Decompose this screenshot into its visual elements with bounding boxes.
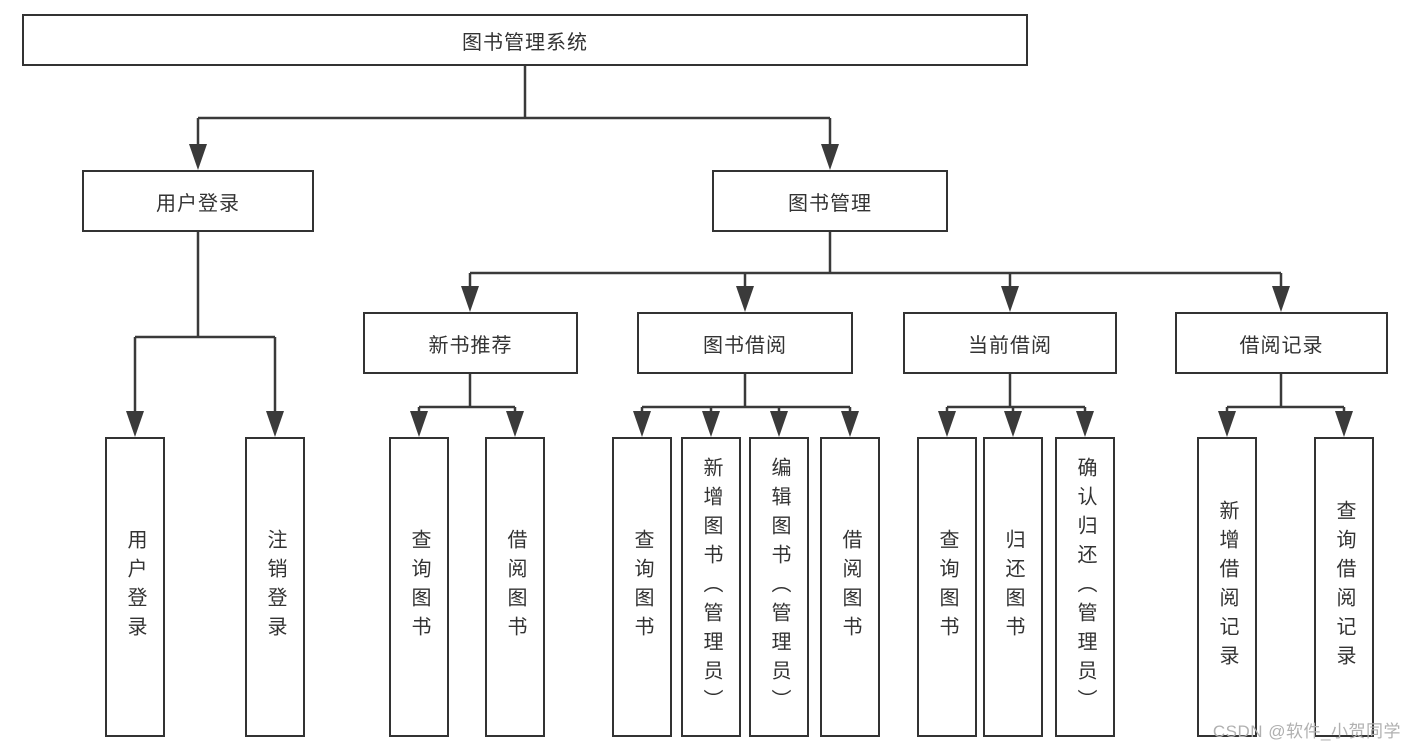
leaf-current-query-books: 查询图书 [917,437,977,737]
leaf-borrow-edit-books-admin: 编辑图书（管理员） [749,437,809,737]
node-borrow-records: 借阅记录 [1175,312,1388,374]
leaf-label: 查询图书 [936,529,958,645]
node-label: 图书管理系统 [462,31,588,54]
leaf-current-confirm-return-admin: 确认归还（管理员） [1055,437,1115,737]
node-current-borrow: 当前借阅 [903,312,1117,374]
leaf-label: 新增借阅记录 [1216,500,1238,674]
node-label: 图书管理 [788,192,872,215]
node-book-management: 图书管理 [712,170,948,232]
node-book-borrow: 图书借阅 [637,312,853,374]
leaf-label: 查询借阅记录 [1333,500,1355,674]
leaf-label: 查询图书 [631,529,653,645]
node-label: 当前借阅 [968,334,1052,357]
node-label: 借阅记录 [1239,334,1324,357]
node-library-management-system: 图书管理系统 [22,14,1028,66]
leaf-borrow-borrow-books: 借阅图书 [820,437,880,737]
leaf-label: 编辑图书（管理员） [768,456,790,718]
leaf-current-return-books: 归还图书 [983,437,1043,737]
node-label: 图书借阅 [703,334,787,357]
leaf-newrec-borrow-books: 借阅图书 [485,437,545,737]
leaf-label: 新增图书（管理员） [700,456,722,718]
leaf-newrec-query-books: 查询图书 [389,437,449,737]
leaf-label: 借阅图书 [504,529,526,645]
leaf-borrow-add-books-admin: 新增图书（管理员） [681,437,741,737]
csdn-watermark: CSDN @软件_小贺同学 [1212,722,1401,741]
leaf-borrow-query-books: 查询图书 [612,437,672,737]
node-label: 用户登录 [156,192,240,215]
leaf-label: 用户登录 [124,529,146,645]
leaf-label: 注销登录 [264,529,286,645]
leaf-user-login: 用户登录 [105,437,165,737]
leaf-records-add-borrow-record: 新增借阅记录 [1197,437,1257,737]
node-user-login: 用户登录 [82,170,314,232]
node-new-book-recommend: 新书推荐 [363,312,578,374]
leaf-records-query-borrow-record: 查询借阅记录 [1314,437,1374,737]
leaf-label: 借阅图书 [839,529,861,645]
leaf-logout: 注销登录 [245,437,305,737]
leaf-label: 确认归还（管理员） [1074,456,1096,718]
leaf-label: 查询图书 [408,529,430,645]
node-label: 新书推荐 [428,334,513,357]
leaf-label: 归还图书 [1002,529,1024,645]
